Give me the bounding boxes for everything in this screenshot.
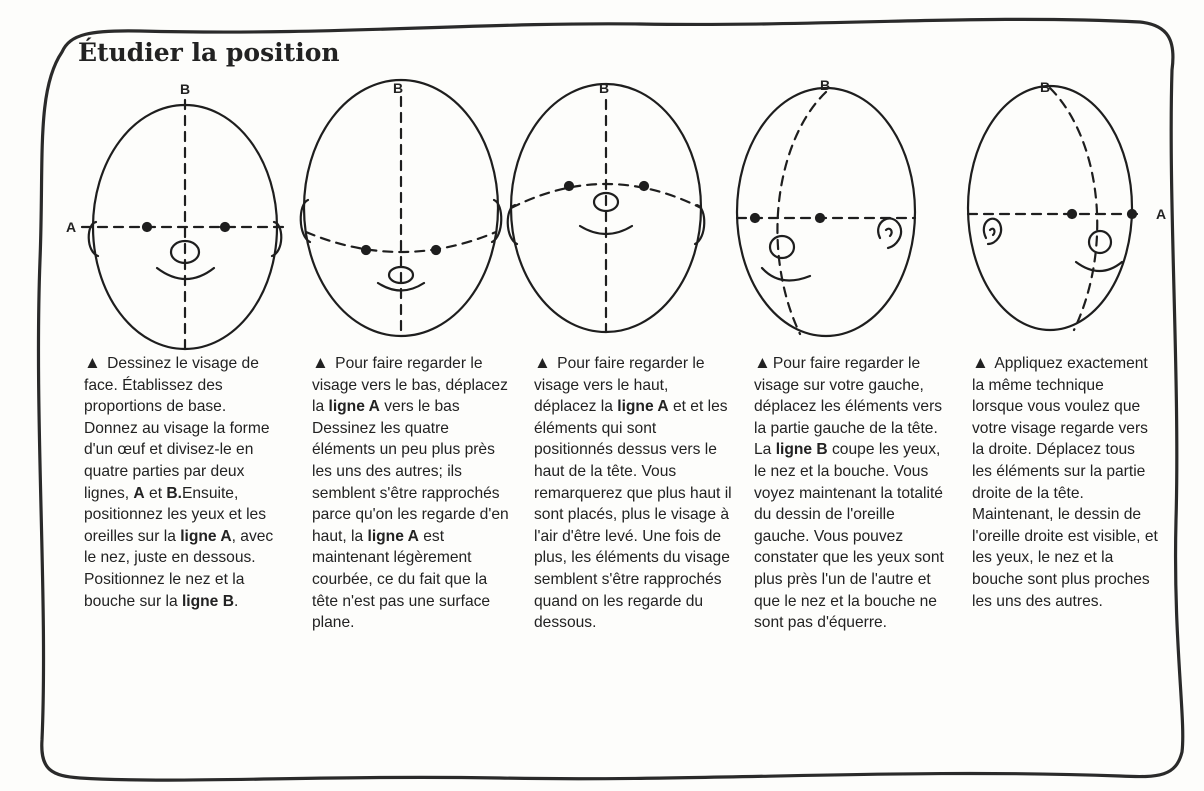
line-b-label: B xyxy=(820,77,830,93)
line-a-label: A xyxy=(66,219,76,235)
head-front xyxy=(82,100,288,350)
caption-looking-left: ▲Pour faire regarder le visage sur votre… xyxy=(754,352,950,634)
triangle-icon: ▲ xyxy=(534,353,551,372)
line-b-label: B xyxy=(180,81,190,97)
line-a-label: A xyxy=(1156,206,1166,222)
triangle-icon: ▲ xyxy=(754,353,771,372)
line-b-label: B xyxy=(599,80,609,96)
line-b-label: B xyxy=(393,80,403,96)
head-looking-right xyxy=(968,86,1142,330)
triangle-icon: ▲ xyxy=(972,353,989,372)
triangle-icon: ▲ xyxy=(84,353,101,372)
triangle-icon: ▲ xyxy=(312,353,329,372)
head-diagrams: B A B B B B A xyxy=(0,0,1204,360)
caption-front-view: ▲ Dessinez le visage de face. Établissez… xyxy=(84,352,280,612)
caption-looking-down: ▲ Pour faire regarder le visage vers le … xyxy=(312,352,512,634)
head-looking-down xyxy=(301,80,502,336)
head-looking-left xyxy=(737,88,915,336)
caption-looking-right: ▲ Appliquez exactement la même technique… xyxy=(972,352,1158,612)
line-b-label: B xyxy=(1040,79,1050,95)
caption-looking-up: ▲ Pour faire regarder le visage vers le … xyxy=(534,352,734,634)
head-looking-up xyxy=(508,84,705,332)
